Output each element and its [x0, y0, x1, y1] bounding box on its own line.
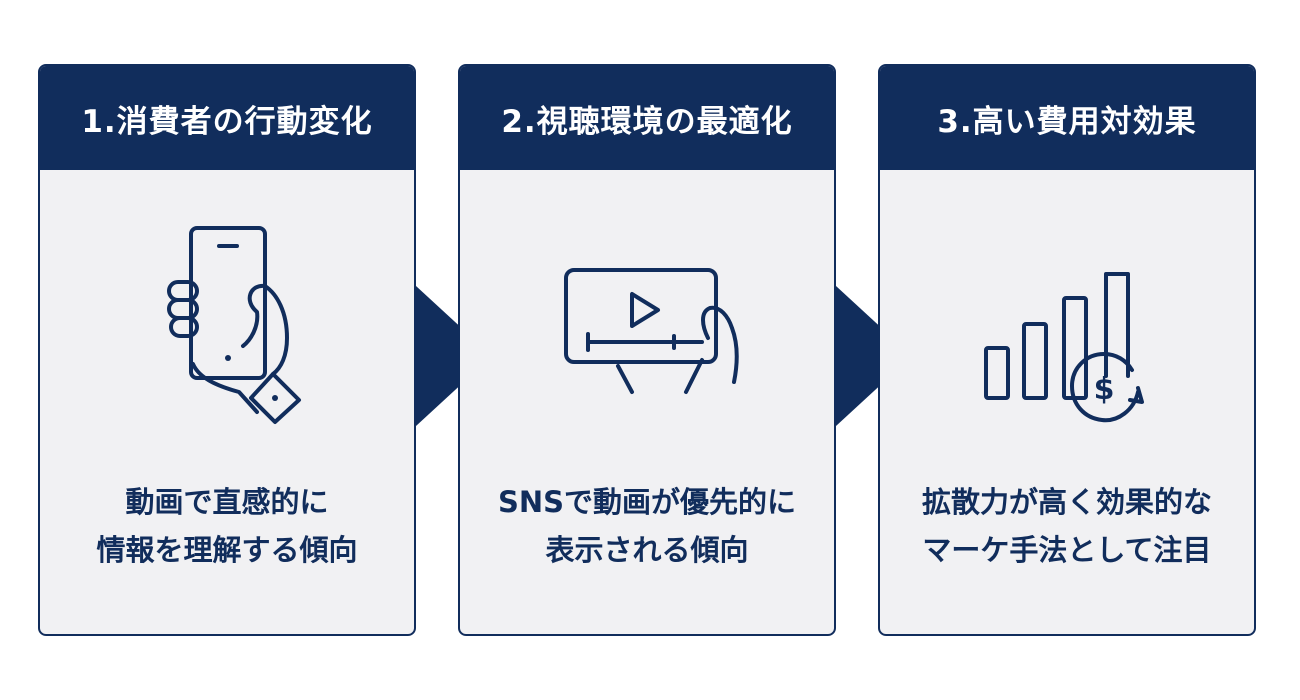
- step-description-3-line-2: マーケ手法として注目: [922, 533, 1212, 567]
- step-description-1-line-2: 情報を理解する傾向: [96, 533, 358, 567]
- step-description-2: SNSで動画が優先的に 表示される傾向: [460, 478, 834, 574]
- step-card-1: 1.消費者の行動変化 動画で直感的に 情報を理解: [38, 64, 416, 636]
- bar-chart-dollar-growth-icon: $: [880, 216, 1254, 446]
- step-card-2: 2.視聴環境の最適化 SNSで動画が優先的に 表示される傾向: [458, 64, 836, 636]
- step-description-3: 拡散力が高く効果的な マーケ手法として注目: [880, 478, 1254, 574]
- step-description-2-line-1: SNSで動画が優先的に: [497, 485, 797, 519]
- step-description-2-line-2: 表示される傾向: [545, 533, 749, 567]
- step-description-3-line-1: 拡散力が高く効果的な: [921, 485, 1212, 519]
- step-title-1: 1.消費者の行動変化: [40, 66, 414, 170]
- svg-text:$: $: [1094, 372, 1115, 407]
- step-title-2: 2.視聴環境の最適化: [460, 66, 834, 170]
- step-title-3: 3.高い費用対効果: [880, 66, 1254, 170]
- step-card-3: 3.高い費用対効果 $ 拡散力が高く効果的な マーケ手法として注目: [878, 64, 1256, 636]
- hand-holding-video-player-icon: [460, 216, 834, 446]
- step-description-1-line-1: 動画で直感的に: [125, 485, 329, 519]
- hand-holding-smartphone-icon: [40, 216, 414, 446]
- step-description-1: 動画で直感的に 情報を理解する傾向: [40, 478, 414, 574]
